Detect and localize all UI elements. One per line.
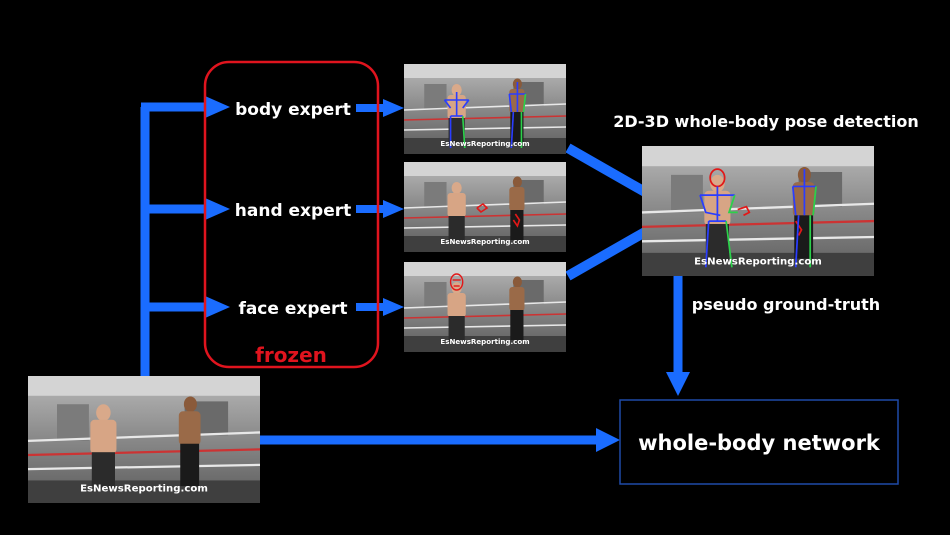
face-expert-label: face expert	[238, 299, 347, 319]
face-expert-output-image: EsNewsReporting.com	[403, 261, 567, 353]
hand-expert-output-image: EsNewsReporting.com	[403, 161, 567, 253]
pseudo-ground-truth-label: pseudo ground-truth	[692, 295, 880, 314]
watermark: EsNewsReporting.com	[440, 237, 529, 246]
face-keypoints-overlay	[449, 273, 464, 291]
frozen-label: frozen	[255, 343, 327, 367]
whole-body-network-box	[619, 399, 899, 485]
watermark: EsNewsReporting.com	[694, 256, 822, 267]
body-expert-label: body expert	[235, 100, 351, 120]
body-skeleton-overlay	[443, 82, 527, 149]
watermark: EsNewsReporting.com	[440, 139, 529, 148]
watermark: EsNewsReporting.com	[80, 484, 208, 495]
detection-title: 2D-3D whole-body pose detection	[613, 112, 919, 131]
body-expert-output-image: EsNewsReporting.com	[403, 63, 567, 155]
watermark: EsNewsReporting.com	[440, 337, 529, 346]
whole-body-network-label: whole-body network	[638, 431, 881, 455]
hand-keypoints-overlay	[476, 202, 521, 228]
frozen-experts-box	[203, 60, 380, 369]
whole-body-skeleton-overlay	[699, 168, 817, 268]
whole-body-pose-image: EsNewsReporting.com	[640, 144, 876, 278]
hand-expert-label: hand expert	[235, 201, 351, 221]
input-image: EsNewsReporting.com	[26, 374, 262, 505]
